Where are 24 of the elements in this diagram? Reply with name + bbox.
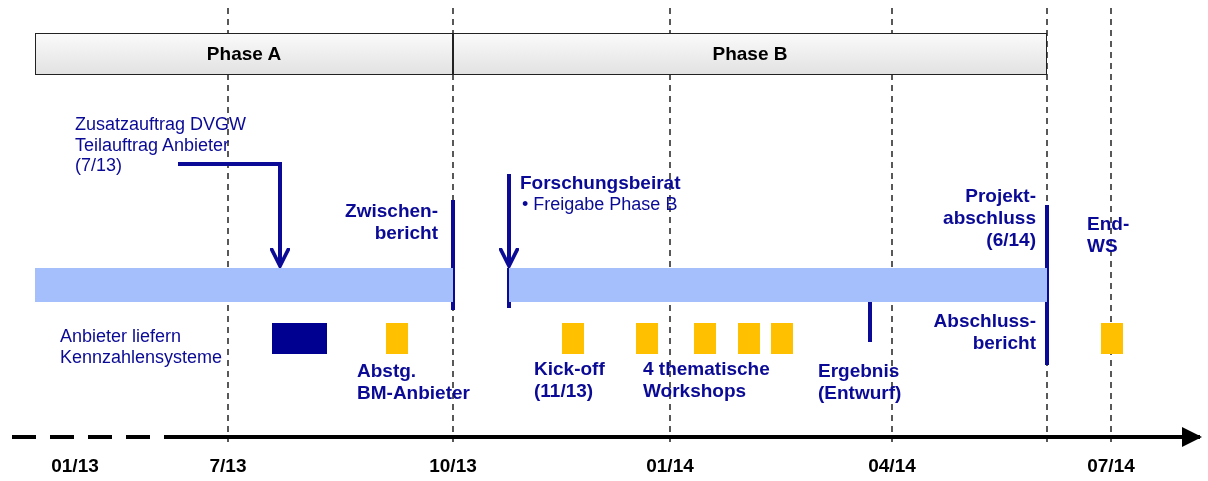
milestone-title: Forschungsbeirat xyxy=(520,172,681,194)
tick-label: 10/13 xyxy=(429,455,477,477)
milestone-label: Zwischen- bericht xyxy=(344,200,438,244)
arrow xyxy=(178,162,291,268)
arrow xyxy=(498,174,520,268)
event-label: Abstg. BM-Anbieter xyxy=(357,360,471,404)
tick-label: 04/14 xyxy=(868,455,916,477)
tick-label: 01/13 xyxy=(51,455,99,477)
milestone-label: Abschluss- bericht xyxy=(932,310,1036,354)
annotation-text: Zusatzauftrag DVGW Teilauftrag Anbieter (7/13) xyxy=(75,114,271,177)
phase-band: Phase B xyxy=(453,33,1047,75)
bullet-text: • Freigabe Phase B xyxy=(522,193,678,215)
event-label: Kick-off (11/13) xyxy=(534,358,606,402)
milestone-label: End- WS xyxy=(1087,213,1131,257)
tick-label: 7/13 xyxy=(209,455,247,477)
note-text: Anbieter liefern Kennzahlensysteme xyxy=(60,326,224,368)
tick-label: 07/14 xyxy=(1087,455,1135,477)
timeline-bar xyxy=(35,268,453,302)
tick-label: 01/14 xyxy=(646,455,694,477)
milestone-label: Projekt- abschluss (6/14) xyxy=(942,185,1036,251)
event-label: 4 thematische Workshops xyxy=(643,358,771,402)
phase-band: Phase A xyxy=(35,33,453,75)
timeline-bar xyxy=(509,268,1047,302)
event-label: Ergebnis (Entwurf) xyxy=(818,360,903,404)
